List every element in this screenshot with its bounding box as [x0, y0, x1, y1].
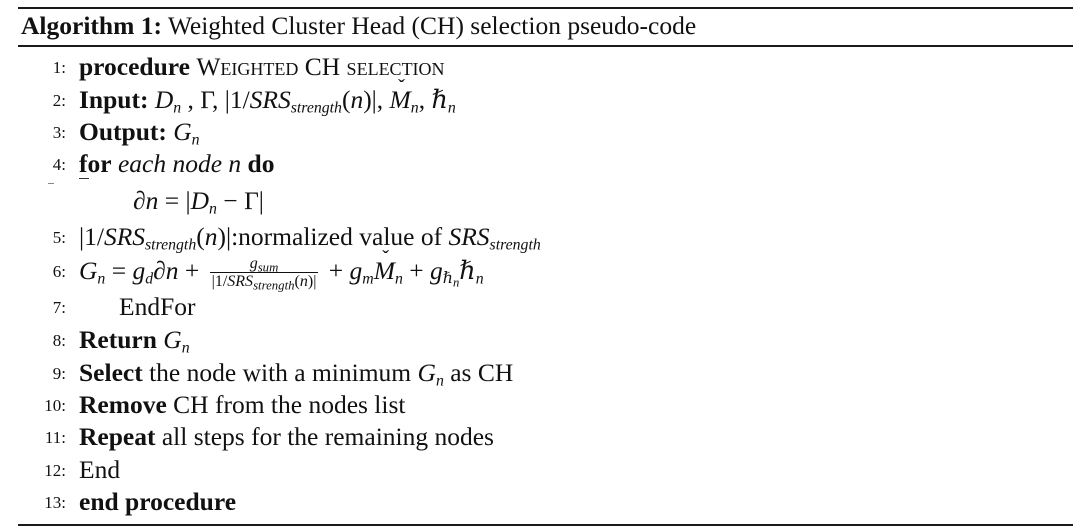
line-10-text: CH from the nodes list: [173, 390, 406, 419]
line-number: 12:: [44, 461, 66, 480]
keyword-repeat: Repeat: [79, 422, 156, 451]
line-9-text: the node with a minimum: [149, 358, 412, 387]
keyword-end-procedure: end procedure: [79, 487, 237, 516]
line-number: 4:: [52, 155, 66, 174]
keyword-for: for: [79, 149, 112, 178]
caption-rule: [18, 45, 1073, 47]
margin-mark: [48, 183, 54, 184]
bottom-rule: [18, 524, 1073, 526]
output-param: Gn: [173, 117, 200, 149]
keyword-select: Select: [79, 358, 143, 387]
end-text: End: [79, 455, 121, 484]
line-number: 2:: [52, 91, 66, 110]
line-number: 1:: [52, 58, 66, 77]
delta-equation: ∂n = |Dn − Γ|: [133, 186, 264, 218]
procedure-name: Weighted CH selection: [196, 52, 445, 81]
line-number: 5:: [52, 228, 66, 247]
keyword-remove: Remove: [79, 390, 167, 419]
gn-equation: Gn = gd∂n + gsum|1/SRSstrength(n)| + gmM…: [79, 247, 484, 293]
algorithm-caption: Algorithm 1: Weighted Cluster Head (CH) …: [21, 10, 696, 42]
keyword-procedure: procedure: [79, 52, 190, 81]
loop-subject: each node n: [117, 149, 242, 178]
algorithm-title: Weighted Cluster Head (CH) selection pse…: [167, 11, 697, 40]
underline-mark: [79, 178, 89, 180]
line-number: 10:: [44, 396, 66, 415]
keyword-input: Input:: [79, 85, 149, 114]
line-number: 7:: [52, 298, 66, 317]
fraction: gsum|1/SRSstrength(n)|: [209, 254, 319, 293]
srs-symbol: SRSstrength: [448, 222, 541, 254]
line-number: 11:: [44, 428, 66, 447]
line-number: 6:: [52, 262, 66, 281]
line-5-text: normalized value of: [238, 222, 443, 251]
keyword-output: Output:: [79, 117, 167, 146]
line-9-tail: as CH: [450, 358, 514, 387]
return-value: Gn: [163, 325, 190, 357]
keyword-return: Return: [79, 325, 157, 354]
line-number: 9:: [52, 364, 66, 383]
gn-symbol: Gn: [417, 358, 444, 390]
algorithm-label: Algorithm 1:: [21, 11, 162, 40]
top-rule: [18, 7, 1073, 9]
endfor-text: EndFor: [119, 292, 196, 321]
line-number: 8:: [52, 331, 66, 350]
line-number: 13:: [44, 493, 66, 512]
line-11-text: all steps for the remaining nodes: [161, 422, 494, 451]
srs-term: |1/SRSstrength(n)|:: [79, 222, 239, 254]
keyword-do: do: [247, 149, 275, 178]
line-number: 3:: [52, 123, 66, 142]
